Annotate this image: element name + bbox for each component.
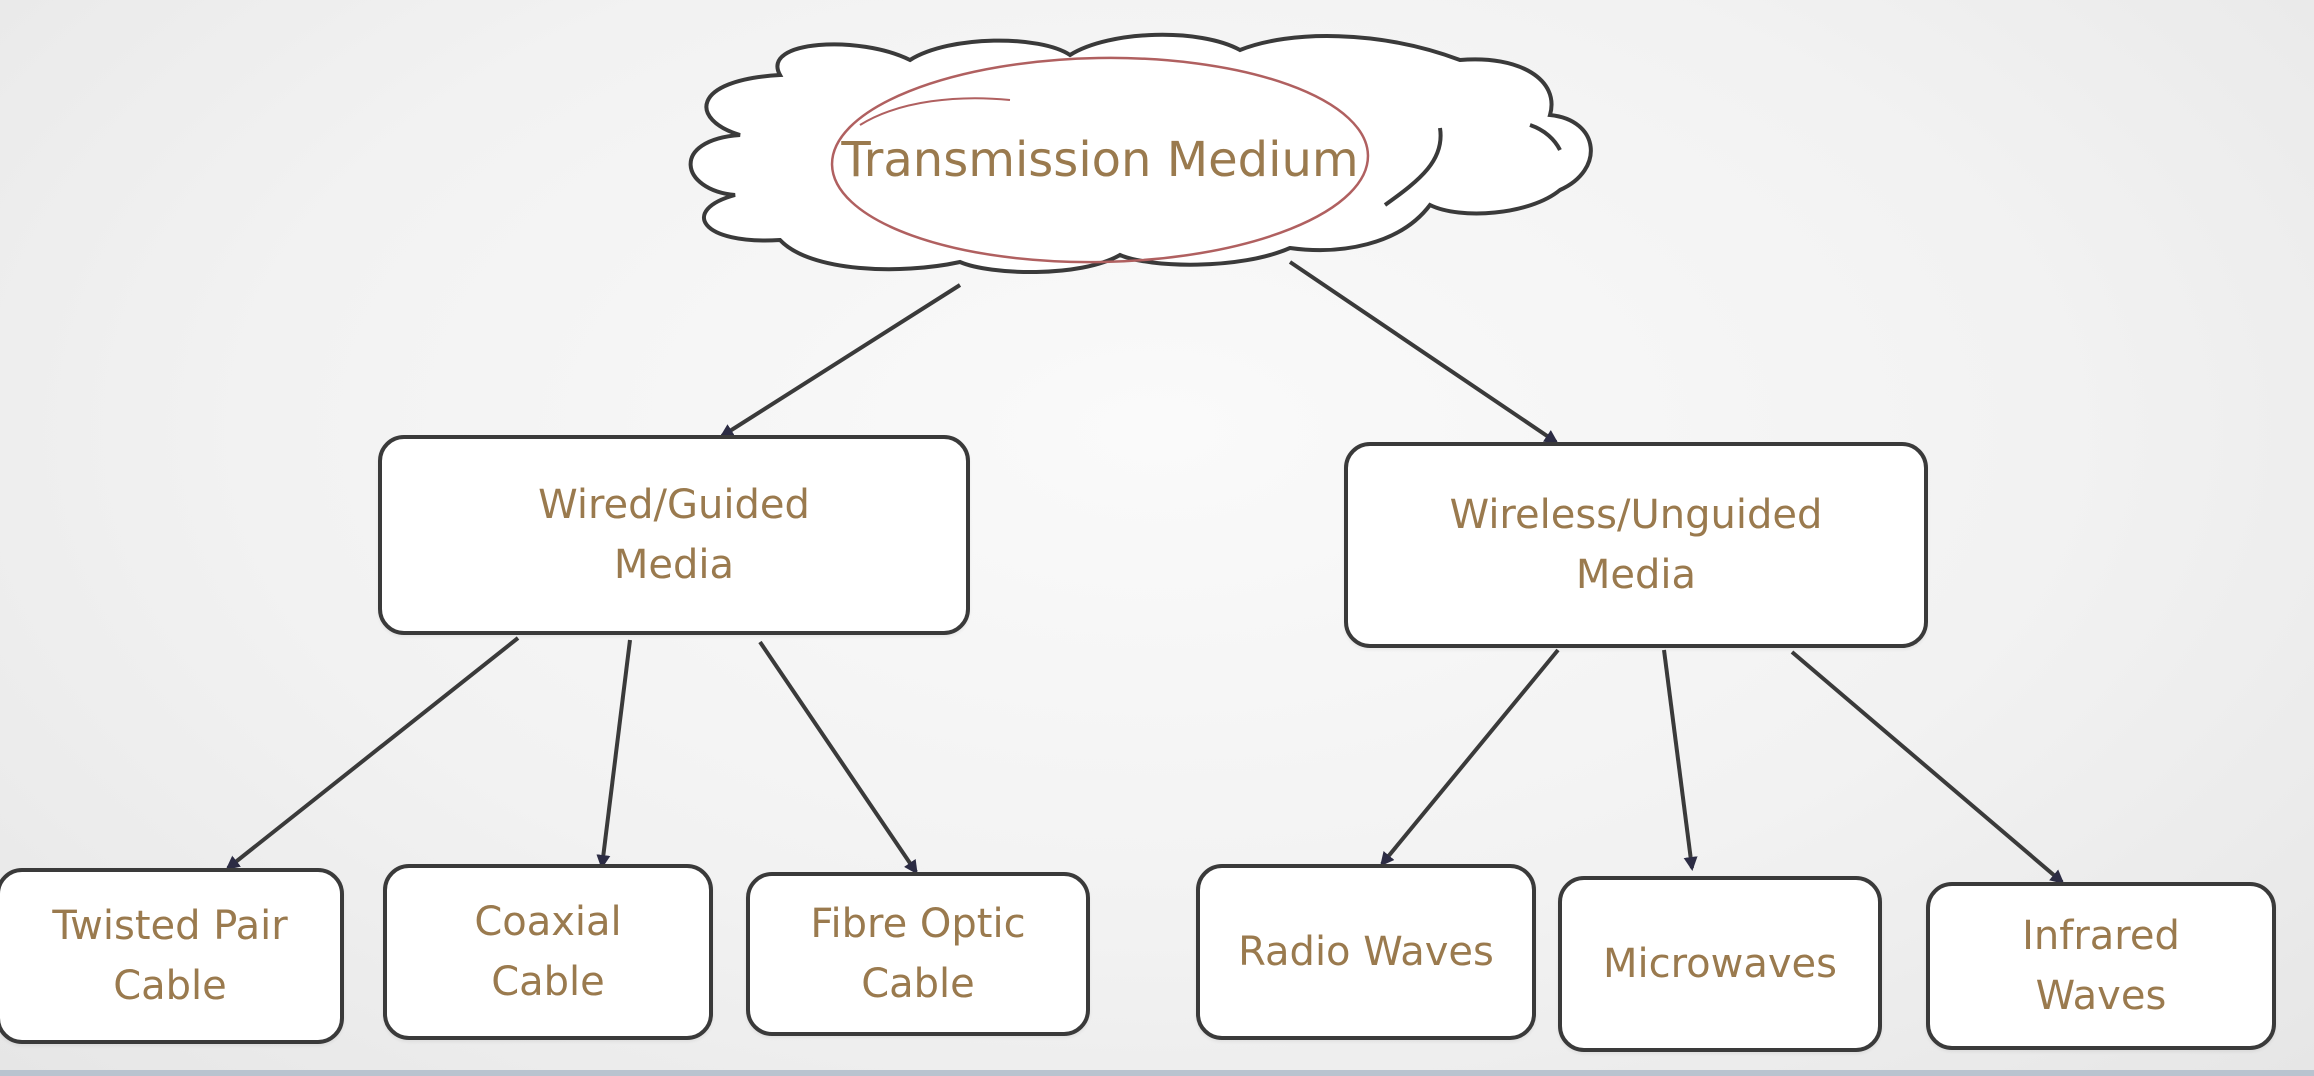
annotation-ellipse <box>830 56 1370 264</box>
root-cloud-shape <box>688 32 1593 275</box>
edge-wired-coaxial <box>596 639 632 869</box>
screen-bottom-edge <box>0 1070 2314 1076</box>
edge-wireless-infrared <box>1790 650 2065 884</box>
edge-wireless-radio <box>1380 648 1560 867</box>
edge-root-wireless <box>1288 260 1559 444</box>
edge-root-wired <box>719 283 962 438</box>
cloud-detail-stroke <box>1383 127 1443 207</box>
cloud-detail-stroke <box>1529 123 1562 151</box>
twisted-pair-cable-node: Twisted Pair Cable <box>0 868 344 1044</box>
edge-wired-twisted <box>225 636 520 870</box>
radio-waves-node: Radio Waves <box>1196 864 1536 1040</box>
annotation-stroke <box>859 97 1011 126</box>
connector-lines <box>225 260 2065 884</box>
edge-wired-fibre <box>758 640 918 875</box>
root-node-label: Transmission Medium <box>841 132 1359 188</box>
coaxial-cable-node: Coaxial Cable <box>383 864 713 1040</box>
edge-wireless-micro <box>1662 649 1698 871</box>
infrared-waves-node: Infrared Waves <box>1926 882 2276 1050</box>
wired-guided-media-node: Wired/Guided Media <box>378 435 970 635</box>
microwaves-node: Microwaves <box>1558 876 1882 1052</box>
fibre-optic-cable-node: Fibre Optic Cable <box>746 872 1090 1036</box>
wireless-unguided-media-node: Wireless/Unguided Media <box>1344 442 1928 648</box>
